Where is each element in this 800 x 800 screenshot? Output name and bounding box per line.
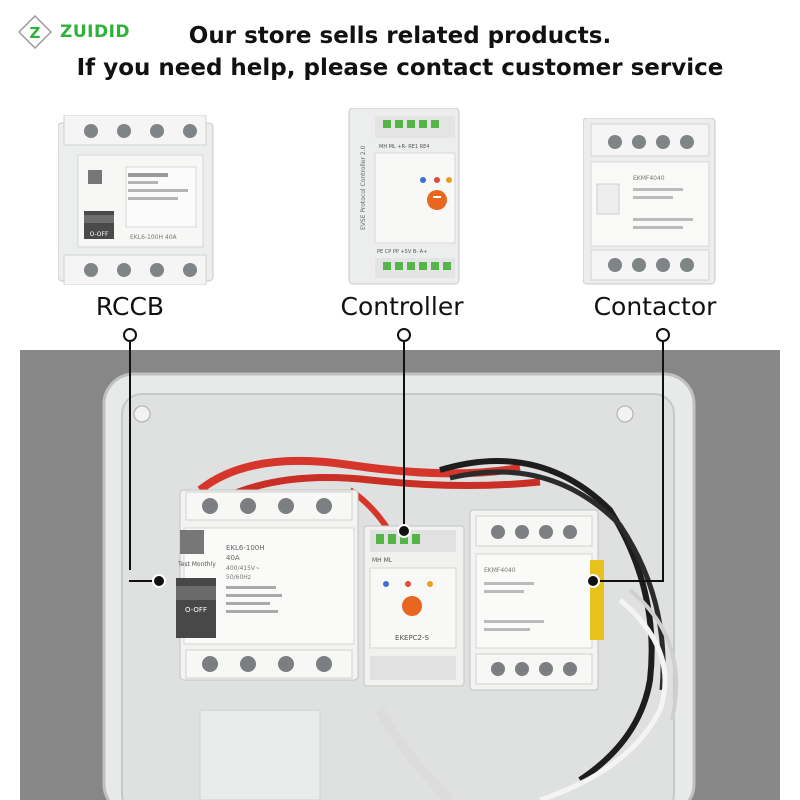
controller-top-terminals: MH ML +R- RE1 RE4 bbox=[379, 144, 429, 150]
headline: Our store sells related products. If you… bbox=[0, 20, 800, 84]
logo-letter: Z bbox=[30, 24, 41, 42]
photo-controller-terminals: MH ML bbox=[372, 557, 393, 564]
callout-line-contactor-horizontal bbox=[596, 580, 664, 582]
callout-dot-controller-top bbox=[397, 328, 411, 342]
contactor-model-text: EKMF4040 bbox=[633, 175, 665, 182]
installation-photo: Test Monthly O-OFF EKL6-100H 40A 400/415… bbox=[20, 350, 780, 800]
product-contactor[interactable]: EKMF4040 bbox=[582, 117, 718, 286]
rccb-model-text: EKL6-100H 40A bbox=[130, 234, 178, 241]
photo-rccb-line-2: 40A bbox=[226, 554, 240, 562]
photo-rccb-line-3: 400/415V~ bbox=[226, 565, 260, 572]
photo-contactor-model: EKMF4040 bbox=[484, 567, 516, 574]
product-label-contactor: Contactor bbox=[593, 292, 717, 321]
callout-line-rccb-horizontal bbox=[129, 580, 159, 582]
rccb-switch-text: O-OFF bbox=[90, 231, 109, 238]
controller-bottom-terminals: PE CP PP +5V B- A+ bbox=[377, 249, 427, 255]
controller-illustration: MH ML +R- RE1 RE4 EVSE Protocol Controll… bbox=[348, 107, 460, 285]
logo-diamond-icon: Z bbox=[17, 14, 53, 50]
headline-line-2: If you need help, please contact custome… bbox=[76, 55, 724, 81]
photo-rccb-line-1: EKL6-100H bbox=[226, 544, 265, 552]
brand-logo: Z ZUIDID bbox=[17, 12, 131, 52]
callout-dot-controller-end bbox=[397, 524, 411, 538]
photo-rccb-switch: O-OFF bbox=[185, 606, 207, 614]
headline-line-1: Our store sells related products. bbox=[188, 23, 612, 49]
contactor-illustration: EKMF4040 bbox=[582, 117, 716, 285]
enclosure-illustration: Test Monthly O-OFF EKL6-100H 40A 400/415… bbox=[102, 372, 696, 800]
callout-dot-contactor-end bbox=[586, 574, 600, 588]
brand-name: ZUIDID bbox=[60, 22, 131, 42]
product-label-controller: Controller bbox=[340, 292, 464, 321]
callout-line-rccb-vertical bbox=[129, 342, 131, 570]
product-label-rccb: RCCB bbox=[95, 292, 165, 321]
callout-dot-contactor-top bbox=[656, 328, 670, 342]
callout-dot-rccb-top bbox=[123, 328, 137, 342]
photo-rccb-test: Test Monthly bbox=[177, 561, 216, 568]
controller-name-text: EVSE Protocol Controller 2.0 bbox=[360, 145, 367, 230]
rccb-illustration: O-OFF EKL6-100H 40A bbox=[57, 114, 214, 286]
callout-line-controller bbox=[403, 342, 405, 528]
callout-dot-rccb-end bbox=[152, 574, 166, 588]
photo-controller-model: EKEPC2-S bbox=[395, 634, 430, 642]
product-controller[interactable]: MH ML +R- RE1 RE4 EVSE Protocol Controll… bbox=[345, 107, 465, 288]
product-rccb[interactable]: O-OFF EKL6-100H 40A bbox=[57, 114, 218, 286]
photo-rccb-line-4: 50/60Hz bbox=[226, 574, 251, 581]
callout-line-contactor-vertical bbox=[662, 342, 664, 580]
